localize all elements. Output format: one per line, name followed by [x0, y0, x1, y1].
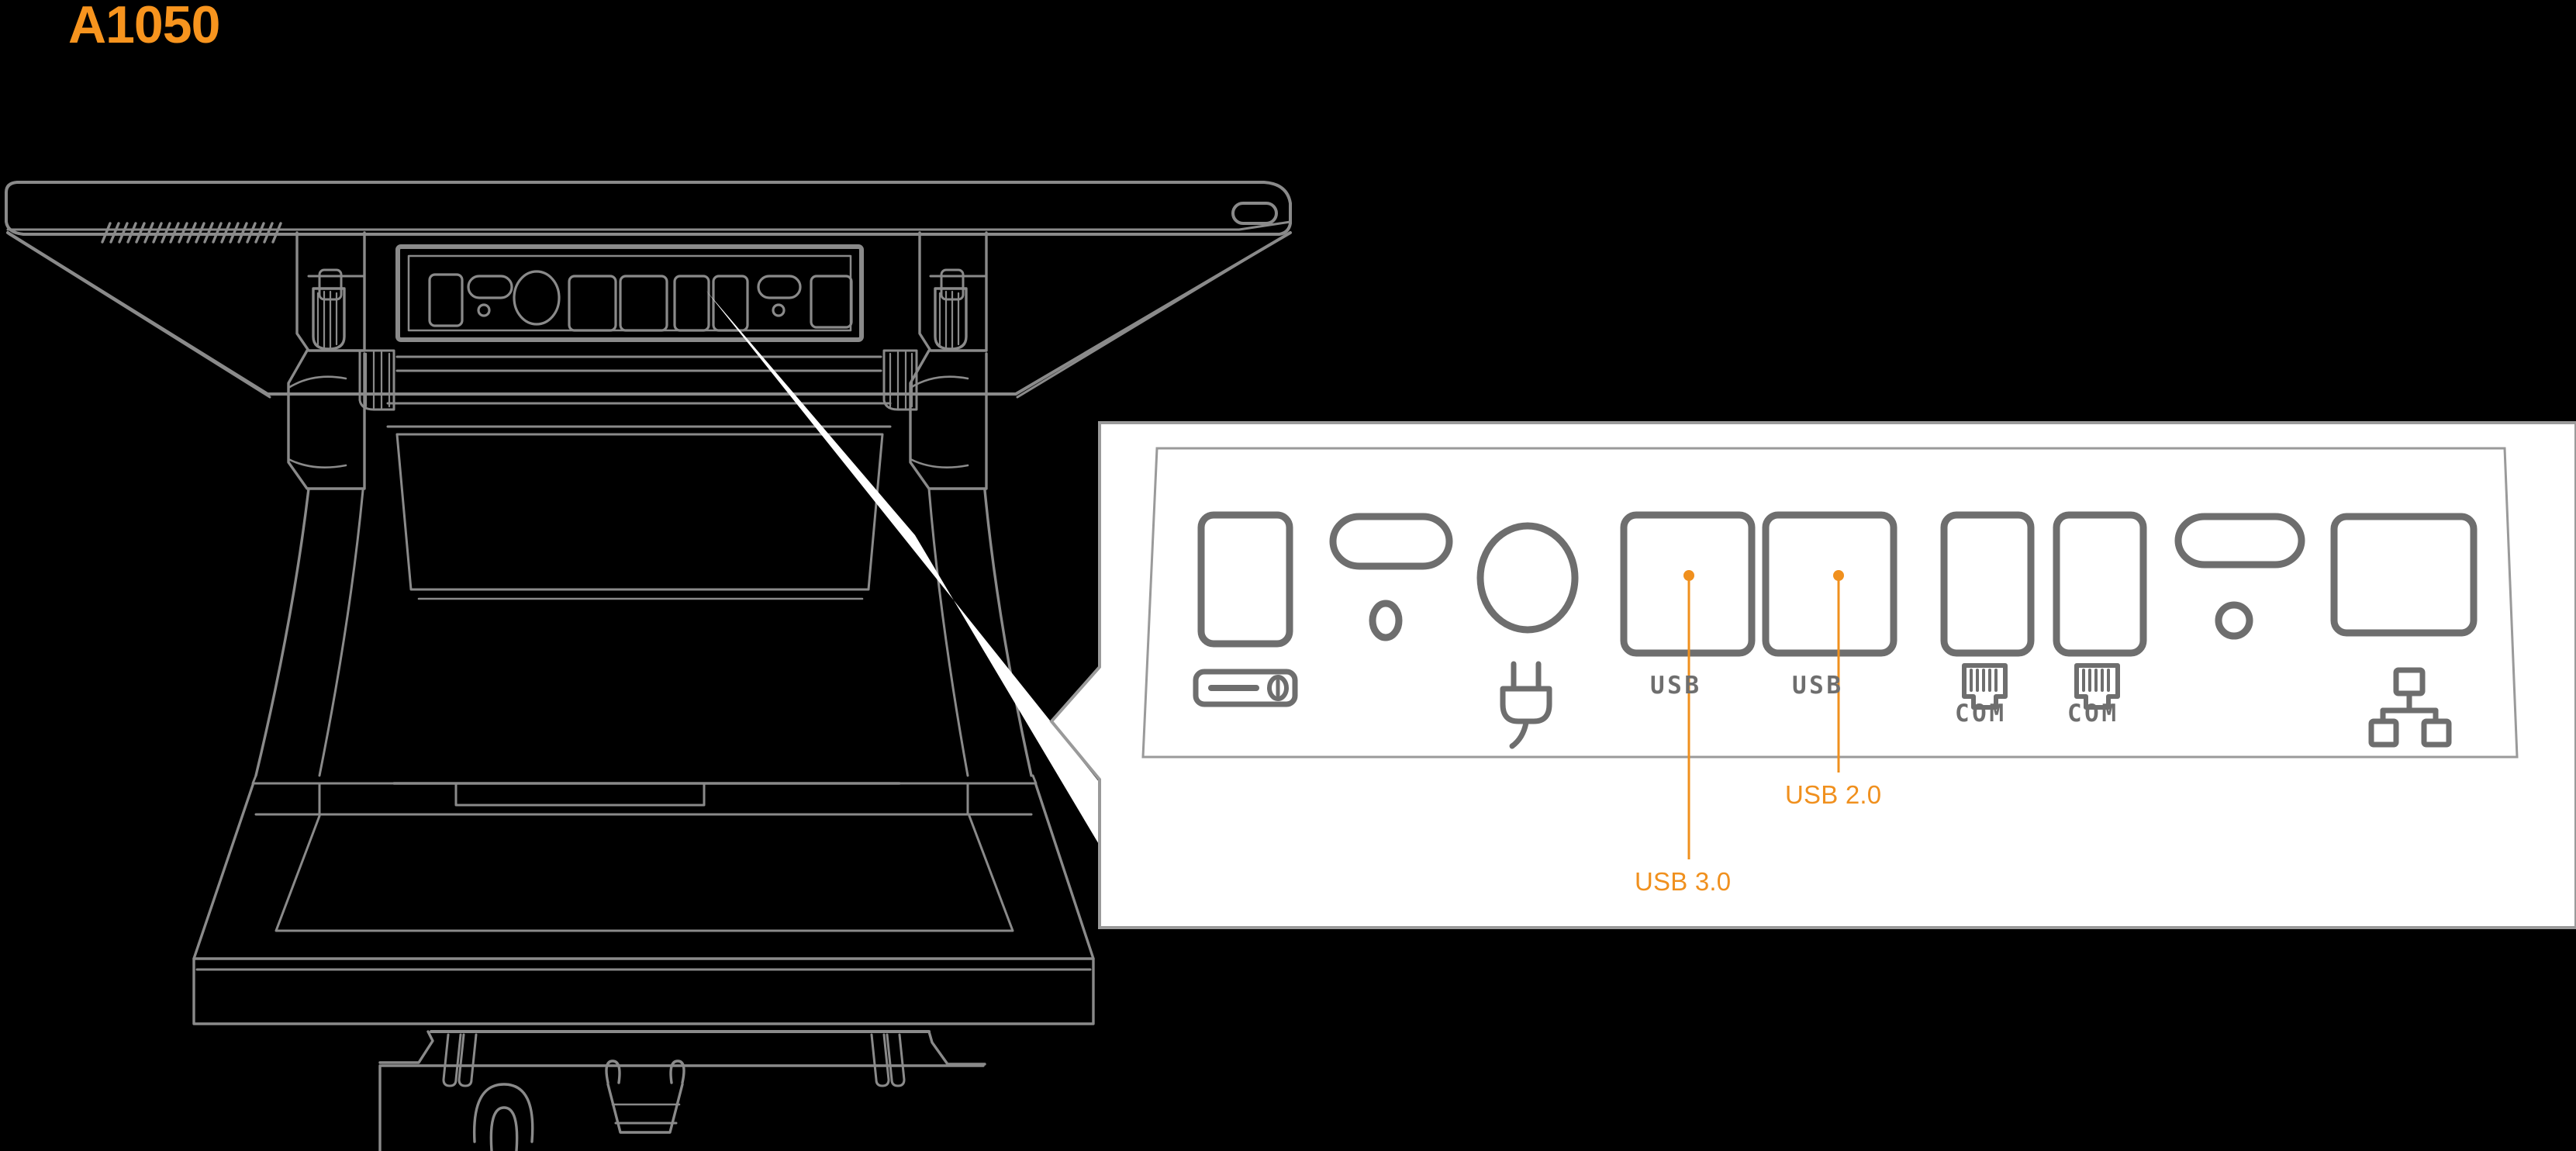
cable-latch — [605, 1059, 621, 1084]
power-switch-icon — [1193, 669, 1298, 707]
port-usb-2-0 — [1762, 511, 1897, 657]
plug-icon — [1500, 661, 1552, 749]
page-title: A1050 — [68, 0, 220, 54]
stand-base — [192, 774, 1095, 1025]
port-bay-connectors — [428, 270, 853, 332]
cash-drawer-peripheral — [378, 1030, 986, 1151]
port-audio-dot — [1369, 600, 1403, 641]
callout-label-usb-3-0: USB 3.0 — [1635, 867, 1732, 896]
rj-connector-icon-2 — [2074, 663, 2120, 710]
hinge-left — [287, 231, 366, 490]
callout-label-usb-2-0: USB 2.0 — [1785, 780, 1882, 809]
callout-dot-usb-3-0 — [1683, 570, 1694, 581]
port-caption-com-2: COM — [2067, 700, 2119, 728]
keyhole-lock — [472, 1083, 534, 1143]
port-caption-usb-1: USB — [1650, 672, 1702, 700]
vent-slots — [101, 222, 282, 244]
port-audio — [1329, 513, 1453, 570]
stand-column — [254, 433, 1033, 777]
hinge-right — [909, 231, 988, 490]
callout-dot-usb-2-0 — [1833, 570, 1844, 581]
hinge-shaft — [358, 349, 918, 428]
port-cash-drawer-dot — [2215, 601, 2253, 640]
port-caption-usb-2: USB — [1792, 672, 1844, 700]
port-bay-recess — [395, 244, 864, 342]
io-plate-outline — [1141, 447, 2519, 759]
port-cash-drawer — [2174, 513, 2305, 569]
port-sd-slot — [1197, 511, 1293, 648]
network-icon — [2368, 667, 2452, 748]
rj-connector-icon-1 — [1962, 663, 2008, 710]
detail-panel-background — [1049, 421, 2576, 929]
port-com-2 — [2053, 511, 2147, 657]
port-caption-com-1: COM — [1955, 700, 2007, 728]
port-com-1 — [1940, 511, 2035, 657]
top-rounded-slot — [1231, 202, 1278, 225]
terminal-top-edge — [5, 181, 1292, 236]
callout-leaders — [1683, 570, 1844, 859]
port-lan — [2330, 513, 2478, 637]
port-power — [1476, 522, 1579, 634]
